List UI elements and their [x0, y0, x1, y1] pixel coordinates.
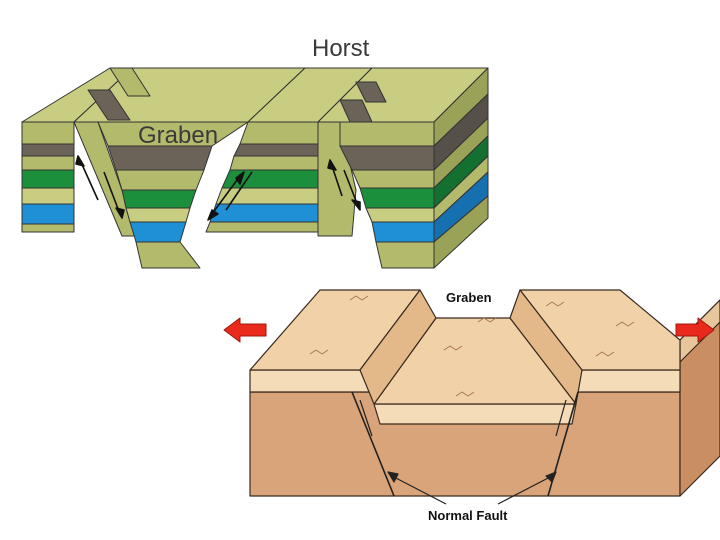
- fault-motion-arrows: [359, 399, 567, 437]
- graben-label-top: Graben: [138, 122, 218, 149]
- right-side-face: [433, 67, 489, 269]
- left-extension-arrow: [223, 317, 267, 343]
- normal-fault-block-diagram: Graben Normal Fault: [223, 289, 720, 523]
- vegetation-marks: [309, 295, 635, 397]
- graben-topsoil-band: [373, 403, 577, 425]
- horst-label: Horst: [312, 35, 370, 62]
- right-extension-arrow: [675, 317, 715, 343]
- left-horst-front: [21, 121, 75, 233]
- graben-label-bottom: Graben: [446, 290, 492, 305]
- left-topsoil-band: [249, 369, 375, 393]
- graben-block-front: [73, 121, 249, 269]
- normal-fault-label: Normal Fault: [428, 508, 508, 523]
- right-horst-fault-face: [339, 81, 387, 123]
- left-fault-scarp: [359, 289, 437, 405]
- right-graben-front: [317, 121, 435, 269]
- center-horst-front: [205, 121, 319, 233]
- left-horst-fault-face: [87, 67, 151, 121]
- right-topsoil-band: [575, 369, 681, 393]
- normal-fault-pointers: [387, 471, 557, 505]
- horst-graben-block-diagram: Horst Graben: [21, 35, 489, 269]
- left-fault-line: [351, 391, 395, 497]
- fault-arrows: [75, 155, 361, 221]
